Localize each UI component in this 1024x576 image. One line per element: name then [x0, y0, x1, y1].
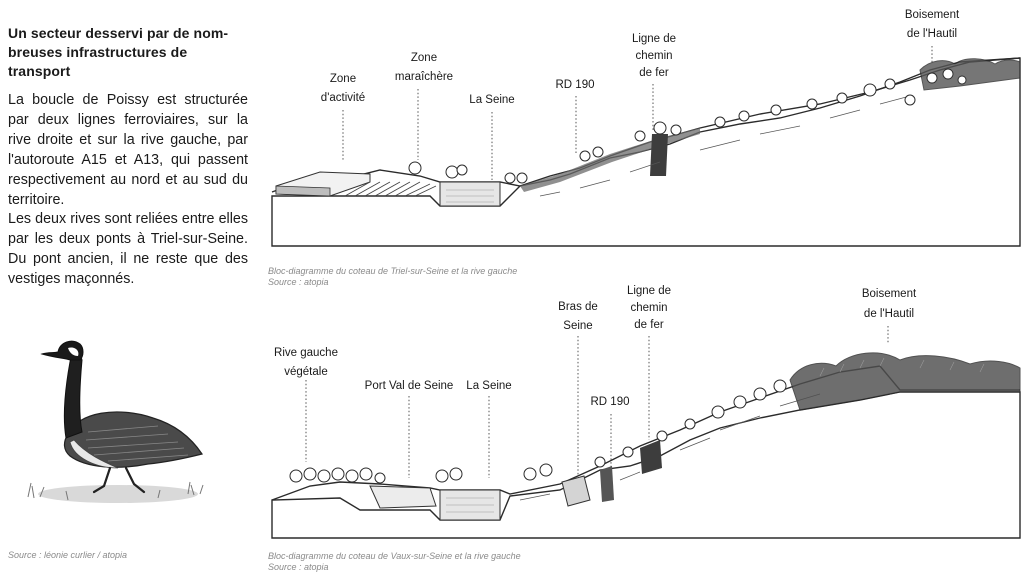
label-la-seine-bottom: La Seine — [466, 380, 512, 392]
heading-line: breuses infrastructures de transport — [8, 44, 188, 79]
paragraph: Les deux rives sont reliées entre elles … — [8, 211, 248, 288]
label-bras-de-seine: Bras de Seine — [558, 301, 598, 332]
diagram-caption-top: Bloc-diagramme du coteau de Triel-sur-Se… — [268, 266, 518, 287]
heading-line: Un secteur desservi par de nom- — [8, 25, 229, 41]
label-rd-190: RD 190 — [555, 79, 595, 91]
label-la-seine: La Seine — [469, 94, 515, 106]
label-port-val-de-seine: Port Val de Seine — [364, 380, 454, 392]
block-diagram-vaux — [271, 326, 1021, 539]
paragraph: La boucle de Poissy est structurée par d… — [8, 92, 248, 208]
label-boisement-hautil-bottom: Boisement de l'Hautil — [861, 288, 917, 320]
illustration-caption: Source : léonie curlier / atopia — [8, 550, 128, 560]
diagram-caption-bottom: Bloc-diagramme du coteau de Vaux-sur-Sei… — [268, 551, 521, 572]
label-rd-190-bottom: RD 190 — [590, 396, 630, 408]
label-boisement-hautil: Boisement de l'Hautil — [904, 9, 960, 40]
block-diagram-triel — [271, 46, 1021, 247]
section-heading: Un secteur desservi par de nom- breuses … — [8, 24, 248, 81]
canada-goose-sketch-icon — [27, 340, 204, 503]
label-rive-gauche-vegetale: Rive gauche végétale — [274, 347, 338, 378]
label-zone-activite: Zone d'activité — [320, 73, 366, 104]
body-text: La boucle de Poissy est structurée par d… — [8, 91, 248, 290]
label-ligne-chemin-fer: Ligne de chemin de fer — [631, 33, 677, 79]
label-zone-maraichere: Zone maraîchère — [394, 52, 454, 83]
label-ligne-chemin-fer-bottom: Ligne de chemin de fer — [626, 285, 672, 331]
